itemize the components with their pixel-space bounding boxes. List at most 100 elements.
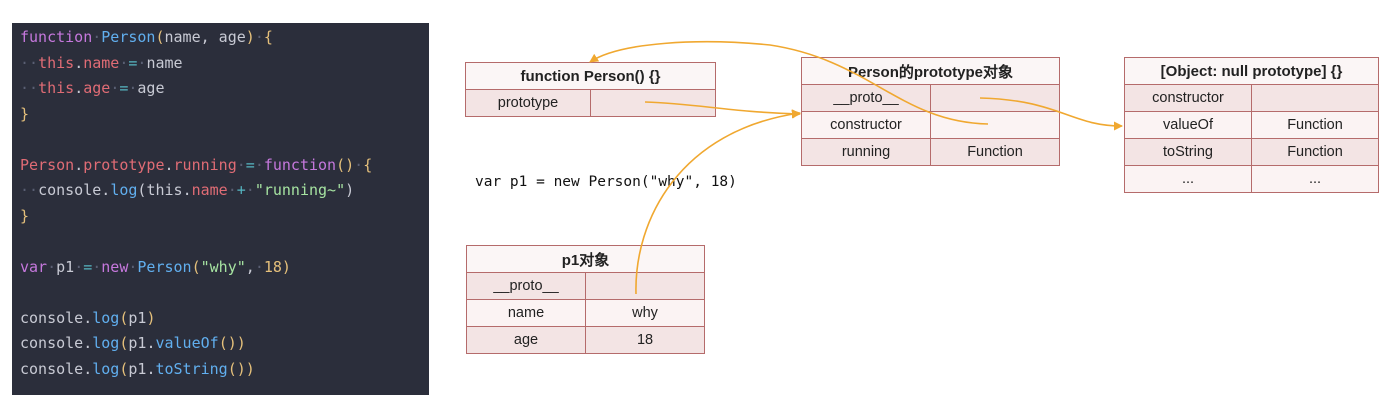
code-token: . — [74, 53, 84, 72]
code-token: ) — [146, 308, 156, 327]
code-line: console.log(p1) — [20, 306, 429, 332]
table-title: p1对象 — [465, 245, 706, 273]
code-token: · — [92, 257, 102, 276]
code-token: var — [20, 257, 48, 276]
code-token: } — [20, 104, 30, 123]
code-token: ) — [236, 334, 246, 352]
code-line — [20, 127, 429, 153]
cell-value: why — [584, 299, 706, 327]
code-token: ( — [137, 181, 147, 199]
code-token: prototype — [83, 155, 165, 174]
code-token: function — [263, 155, 337, 174]
code-token: · — [245, 181, 255, 199]
code-line: Person.prototype.running·=·function()·{ — [20, 153, 429, 179]
code-token: . — [146, 359, 156, 378]
code-token: this — [146, 181, 183, 199]
code-token: new — [101, 257, 129, 276]
code-token: console — [38, 181, 102, 199]
code-line: } — [20, 102, 429, 128]
p1-object-table: p1对象 __proto__ name why age 18 — [465, 245, 706, 354]
cell-key: ... — [1124, 165, 1252, 193]
code-token: { — [263, 28, 273, 46]
code-token: ( — [119, 334, 129, 352]
code-line: } — [20, 204, 429, 230]
code-token: "why" — [200, 257, 246, 276]
code-token: console — [20, 334, 84, 352]
code-token: this — [38, 79, 75, 97]
cell-key: prototype — [465, 89, 591, 117]
code-token: + — [236, 181, 246, 199]
code-token: console — [20, 308, 84, 327]
code-token: ) — [245, 28, 255, 46]
new-instance-statement: var p1 = new Person("why", 18) — [475, 174, 737, 190]
code-token: "running~" — [254, 181, 346, 199]
cell-key: constructor — [801, 111, 931, 139]
code-token: console — [20, 359, 84, 378]
code-token: Person — [101, 28, 156, 46]
code-token: ( — [119, 308, 129, 327]
code-token: this — [38, 53, 75, 72]
code-token: · — [227, 181, 237, 199]
code-token: Person — [137, 257, 192, 276]
table-title: [Object: null prototype] {} — [1123, 57, 1380, 85]
cell-value: 18 — [584, 326, 706, 354]
code-token: function — [20, 28, 93, 46]
code-token: , — [245, 257, 255, 276]
code-token: ) — [345, 181, 355, 199]
code-token: . — [83, 334, 93, 352]
code-token: valueOf — [155, 334, 219, 352]
code-token: p1 — [56, 257, 75, 276]
code-line: ··this.age·=·age — [20, 76, 429, 102]
person-prototype-table: Person的prototype对象 __proto__ constructor… — [800, 57, 1061, 166]
code-token: () — [227, 359, 246, 378]
code-line: ··this.name·=·name — [20, 51, 429, 77]
code-token: . — [83, 359, 93, 378]
code-line — [20, 229, 429, 255]
code-line: console.log(p1.toString()) — [20, 357, 429, 383]
code-token: · — [354, 155, 364, 174]
code-token: () — [336, 155, 355, 174]
code-token: () — [218, 334, 237, 352]
code-line: var·p1·=·new·Person("why",·18) — [20, 255, 429, 281]
code-token: · — [254, 28, 264, 46]
table-title: Person的prototype对象 — [800, 57, 1061, 85]
code-token: ( — [119, 359, 129, 378]
table-title: function Person() {} — [464, 62, 717, 90]
code-token: = — [128, 53, 138, 72]
code-token: · — [74, 257, 84, 276]
cell-key: age — [466, 326, 586, 354]
code-line — [20, 280, 429, 306]
code-token: = — [119, 79, 129, 97]
code-token: · — [119, 53, 129, 72]
cell-key: toString — [1124, 138, 1252, 166]
code-token: } — [20, 206, 30, 225]
code-token: · — [128, 257, 138, 276]
code-token: toString — [155, 359, 228, 378]
code-token: name, age — [164, 28, 246, 46]
code-token: ·· — [20, 53, 39, 72]
code-editor: function·Person(name, age)·{··this.name·… — [12, 23, 429, 395]
cell-key: __proto__ — [801, 84, 931, 112]
code-token: · — [128, 79, 138, 97]
code-token: = — [83, 257, 93, 276]
code-token: ) — [245, 359, 255, 378]
code-line: console.log(p1.valueOf()) — [20, 331, 429, 357]
cell-value — [1250, 84, 1380, 112]
code-token: p1 — [128, 334, 147, 352]
code-token: · — [254, 257, 264, 276]
code-token: · — [236, 155, 246, 174]
code-token: { — [363, 155, 373, 174]
code-token: ·· — [20, 181, 39, 199]
code-token: log — [92, 308, 120, 327]
code-token: log — [92, 359, 120, 378]
code-token: name — [146, 53, 183, 72]
code-token: . — [74, 155, 84, 174]
code-line: function·Person(name, age)·{ — [20, 25, 429, 51]
code-token: · — [254, 155, 264, 174]
cell-key: constructor — [1124, 84, 1252, 112]
code-token: ( — [155, 28, 165, 46]
cell-value: Function — [1250, 111, 1380, 139]
code-token: log — [92, 334, 120, 352]
code-token: name — [191, 181, 228, 199]
person-function-table: function Person() {} prototype — [464, 62, 717, 117]
